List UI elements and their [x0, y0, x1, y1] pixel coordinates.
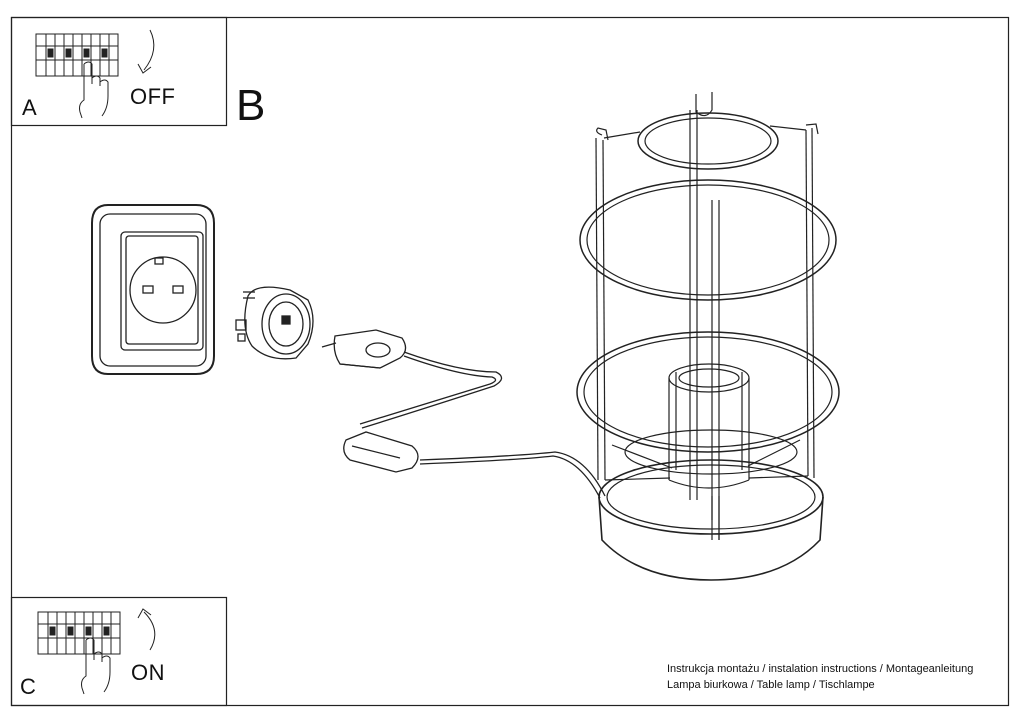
step-a-label: A — [22, 95, 37, 120]
breaker-panel-icon — [37, 611, 121, 655]
arrow-down-icon — [137, 29, 155, 74]
arrow-up-icon — [137, 608, 156, 651]
footer-line-instructions: Instrukcja montażu / instalation instruc… — [667, 663, 974, 675]
footer-caption: Instrukcja montażu / instalation instruc… — [667, 661, 973, 693]
cable-plug-illustration — [321, 329, 407, 369]
hand-icon — [79, 61, 109, 119]
table-lamp-illustration — [576, 92, 840, 581]
hand-icon — [81, 637, 111, 695]
step-c-label: C — [20, 674, 36, 699]
switch-off-label: OFF — [130, 84, 176, 109]
breaker-panel-icon — [35, 33, 119, 77]
footer-line-product: Lampa biurkowa / Table lamp / Tischlampe — [667, 679, 875, 691]
switch-on-label: ON — [131, 660, 165, 685]
step-b-label: B — [236, 81, 266, 130]
power-cord-illustration — [343, 351, 606, 499]
panel-a-switch-off — [10, 16, 228, 127]
plug-adapter-illustration — [235, 286, 314, 360]
page-frame — [10, 16, 1010, 707]
panel-c-switch-on — [10, 596, 228, 707]
wall-socket-illustration — [91, 204, 215, 375]
